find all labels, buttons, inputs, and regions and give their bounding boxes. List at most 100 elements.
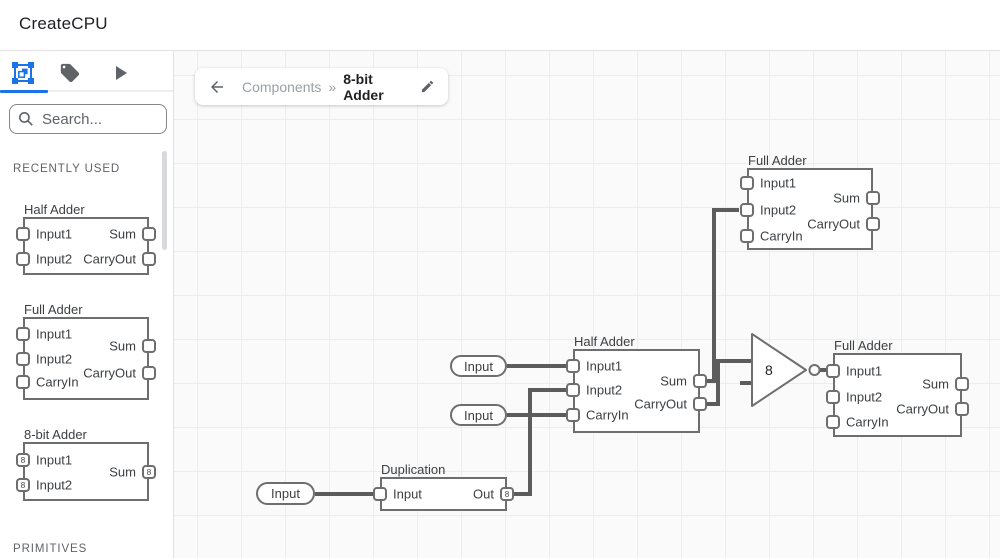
input-pin-label: Input [464, 407, 493, 423]
port-label: Sum [660, 373, 687, 389]
port-carryin[interactable] [566, 408, 580, 422]
breadcrumb-current: 8-bit Adder [343, 70, 384, 103]
input-pin[interactable]: Input [450, 404, 507, 426]
node-full-adder-right[interactable]: Full Adder Input1 Input2 CarryIn Sum Car… [826, 338, 969, 437]
port-label: Input2 [846, 389, 883, 405]
wire-layer: 8 [315, 208, 828, 496]
app-title: CreateCPU [19, 14, 108, 33]
port-label: Input2 [586, 382, 623, 398]
port-sum[interactable] [693, 374, 707, 388]
canvas[interactable]: Components » 8-bit Adder 8 Input [174, 51, 1000, 558]
node-full-adder-top[interactable]: Full Adder Input1 Input2 CarryIn Sum Car… [740, 153, 880, 250]
port-carryout[interactable] [866, 217, 880, 231]
port [16, 375, 30, 389]
rename-button[interactable] [420, 79, 435, 94]
back-button[interactable] [208, 78, 226, 96]
node-title: Full Adder [748, 153, 807, 168]
node-title: Duplication [381, 462, 446, 477]
node-duplication[interactable]: Duplication 8 Input Out [373, 462, 514, 511]
port-label: Input1 [586, 358, 623, 374]
tab-components[interactable] [10, 60, 36, 86]
port-label: Sum [109, 338, 136, 354]
wire[interactable] [513, 388, 566, 496]
port-label: Input1 [36, 452, 73, 468]
port-label: Input [393, 486, 422, 502]
port-carryout[interactable] [955, 402, 969, 416]
input-pin-label: Input [464, 358, 493, 374]
library-item-8bit-adder[interactable]: 8-bit Adder 8 8 8 Input1 Input2 Sum [16, 427, 156, 501]
not-gate[interactable]: 8 [751, 333, 821, 407]
section-label-recently-used: RECENTLY USED [13, 163, 121, 175]
port [16, 252, 30, 266]
tab-run[interactable] [107, 60, 133, 86]
port-input2[interactable] [826, 390, 840, 404]
wire[interactable] [706, 208, 739, 383]
port-label: Input2 [36, 251, 73, 267]
wire[interactable] [706, 359, 751, 406]
sidebar: RECENTLY USED Half Adder Input1 Input2 S… [0, 51, 174, 558]
port-carryout[interactable] [693, 397, 707, 411]
port-carryin[interactable] [740, 229, 754, 243]
port [16, 327, 30, 341]
port-label: CarryIn [760, 228, 803, 244]
port-label: CarryOut [807, 216, 860, 232]
library-item-title: Full Adder [24, 302, 83, 317]
bus-width-label: 8 [765, 362, 773, 378]
search-box [9, 104, 167, 134]
port-sum[interactable] [866, 191, 880, 205]
node-title: Full Adder [834, 338, 893, 353]
port-input2[interactable] [740, 203, 754, 217]
port-label: Input2 [36, 351, 73, 367]
port-label: Input1 [36, 326, 73, 342]
library-item-full-adder[interactable]: Full Adder Input1 Input2 CarryIn Sum Car… [16, 302, 156, 400]
port-label: Input1 [846, 363, 883, 379]
port-label: CarryIn [846, 414, 889, 430]
library-item-title: Half Adder [24, 202, 85, 217]
port [16, 227, 30, 241]
breadcrumb-separator: » [328, 78, 337, 95]
input-pin-label: Input [271, 486, 300, 501]
section-label-primitives: PRIMITIVES [13, 543, 88, 555]
port-out-bus8[interactable]: 8 [500, 487, 514, 501]
port-sum[interactable] [955, 377, 969, 391]
selected-tab-underline [0, 90, 48, 93]
port-bus8: 8 [16, 453, 30, 467]
input-pin[interactable]: Input [450, 355, 507, 377]
breadcrumb-parent[interactable]: Components [242, 78, 322, 95]
tab-tags[interactable] [57, 60, 83, 86]
port [142, 339, 156, 353]
port-label: Sum [109, 464, 136, 480]
port-carryin[interactable] [826, 415, 840, 429]
not-gate-triangle[interactable] [751, 333, 807, 407]
port-bus8: 8 [142, 465, 156, 479]
port-label: CarryIn [586, 407, 629, 423]
port-label: Input2 [760, 202, 797, 218]
arrow-left-icon [211, 80, 223, 93]
port [16, 352, 30, 366]
library-item-half-adder[interactable]: Half Adder Input1 Input2 Sum CarryOut [16, 202, 156, 275]
not-gate-bubble[interactable] [808, 364, 821, 376]
port [142, 227, 156, 241]
port-label: CarryOut [634, 396, 687, 412]
port-label: CarryOut [83, 365, 136, 381]
input-pin[interactable]: Input [256, 482, 315, 505]
port-label: CarryIn [36, 374, 79, 390]
port-input2[interactable] [566, 383, 580, 397]
node-half-adder[interactable]: Half Adder Input1 Input2 CarryIn Sum Car… [566, 334, 707, 433]
port-input[interactable] [373, 487, 387, 501]
port-label: Input2 [36, 477, 73, 493]
play-icon [116, 66, 127, 80]
port-input1[interactable] [740, 176, 754, 190]
port-input1[interactable] [826, 364, 840, 378]
port-input1[interactable] [566, 359, 580, 373]
sidebar-scrollbar[interactable] [162, 151, 167, 250]
port-label: Out [473, 486, 494, 502]
sidebar-tabbar [0, 51, 173, 93]
search-input[interactable] [42, 110, 152, 128]
port [142, 252, 156, 266]
pencil-icon [421, 80, 434, 93]
node-title: Half Adder [574, 334, 635, 349]
port-label: Sum [109, 226, 136, 242]
port-label: CarryOut [83, 251, 136, 267]
tag-icon [60, 63, 80, 83]
